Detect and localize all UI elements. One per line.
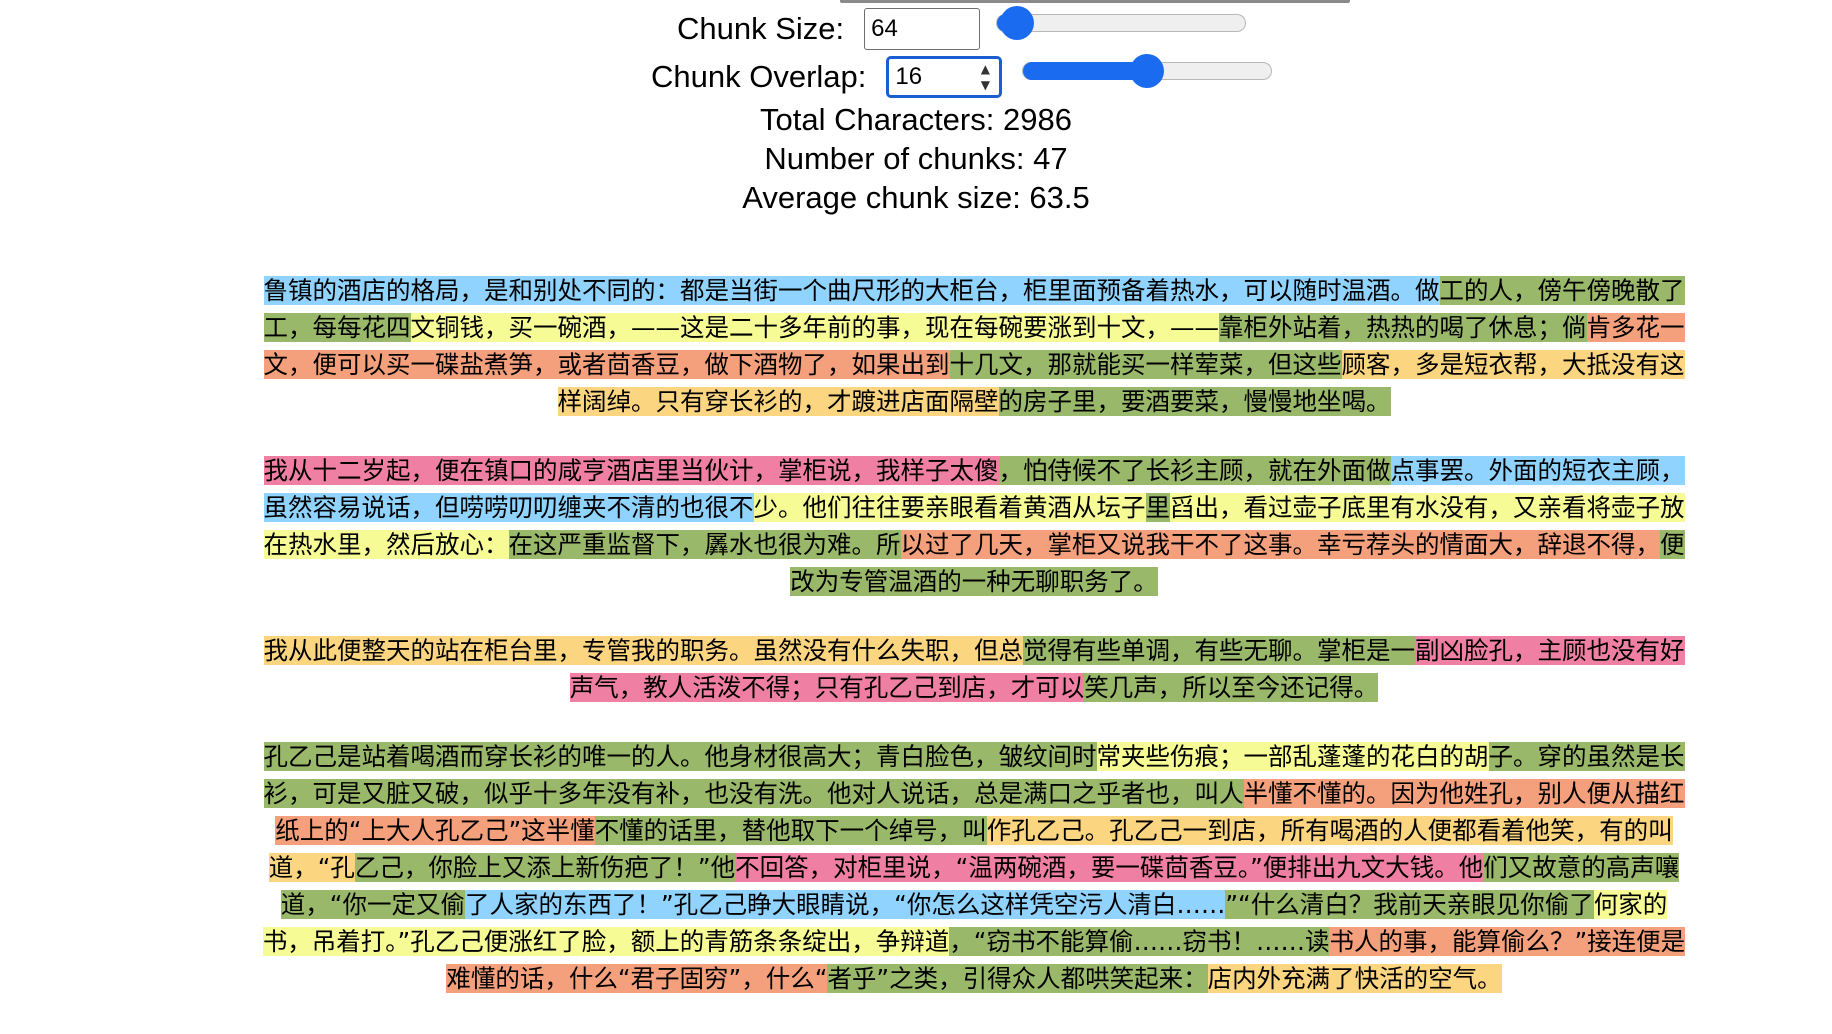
text-chunk: 文铜钱，买一碗酒，——这是二十多年前的事，现在每碗要涨到十文，—— bbox=[410, 313, 1219, 342]
stepper-up-icon[interactable]: ▲ bbox=[980, 62, 990, 76]
number-of-chunks: Number of chunks: 47 bbox=[764, 141, 1068, 176]
text-chunk: 以过了几天，掌柜又说我干不了这事。幸亏荐头的情面大，辞退不得， bbox=[900, 530, 1660, 559]
text-chunk: 对人说话，总是满口之乎者也，叫人 bbox=[851, 779, 1244, 808]
text-chunk: 鲁镇的酒店的格局，是和别处不同的：都是当街一个曲尺形的大柜台，柜里面预备着热水，… bbox=[263, 276, 1440, 305]
text-chunk: 我从此便整天的站在柜台里，专管我的职务。虽然没有什么失职，但总 bbox=[263, 636, 1023, 665]
chunk-overlap-row: Chunk Overlap: ▲ ▼ bbox=[651, 54, 1003, 100]
chunk-overlap-label: Chunk Overlap: bbox=[651, 59, 867, 94]
chunk-overlap-slider-thumb[interactable] bbox=[1130, 54, 1164, 88]
text-chunk: 不回答，对柜里说，“温两碗酒，要一碟茴香豆。”便排出九文大钱。他 bbox=[735, 853, 1484, 882]
chunk-overlap-stepper[interactable]: ▲ ▼ bbox=[974, 62, 996, 92]
top-scrollbar-remnant bbox=[0, 0, 1832, 4]
text-chunk: 十几文，那就能买一样荤菜，但这些 bbox=[949, 350, 1342, 379]
chunk-size-slider[interactable] bbox=[996, 6, 1246, 40]
average-chunk-size: Average chunk size: 63.5 bbox=[742, 180, 1090, 215]
chunk-size-row: Chunk Size: bbox=[677, 6, 981, 52]
total-characters: Total Characters: 2986 bbox=[760, 102, 1072, 137]
text-chunk: ”“什么清白？我前天亲眼见你偷了 bbox=[1225, 890, 1594, 919]
text-chunk: 者乎”之类，引得众人都哄笑起来： bbox=[827, 964, 1208, 993]
text-chunk: 的房子里，要酒要菜，慢慢地坐喝。 bbox=[998, 387, 1391, 416]
chunked-text-display: 鲁镇的酒店的格局，是和别处不同的：都是当街一个曲尺形的大柜台，柜里面预备着热水，… bbox=[258, 272, 1690, 1029]
text-chunk: 少。他们往往要亲眼看着黄酒从坛子 bbox=[753, 493, 1146, 522]
chunk-stats: Total Characters: 2986 Number of chunks:… bbox=[0, 100, 1832, 217]
text-chunk: 在这严重监督下，羼水也很为难。所 bbox=[508, 530, 901, 559]
text-paragraph: 孔乙己是站着喝酒而穿长衫的唯一的人。他身材很高大；青白脸色，皱纹间时常夹些伤痕；… bbox=[258, 738, 1690, 997]
text-chunk: 觉得有些单调，有些无聊。掌柜是一 bbox=[1023, 636, 1415, 665]
text-paragraph: 我从十二岁起，便在镇口的咸亨酒店里当伙计，掌柜说，我样子太傻，怕侍候不了长衫主顾… bbox=[258, 452, 1690, 600]
text-chunk: ，怕侍候不了长衫主顾，就在外面做 bbox=[998, 456, 1391, 485]
text-chunk: 不懂的话里，替他取下一个绰号，叫 bbox=[594, 816, 987, 845]
text-paragraph: 我从此便整天的站在柜台里，专管我的职务。虽然没有什么失职，但总觉得有些单调，有些… bbox=[258, 632, 1690, 706]
text-chunk: 常夹些伤痕；一部乱蓬蓬的花白的胡 bbox=[1096, 742, 1489, 771]
chunk-overlap-slider[interactable] bbox=[1022, 54, 1272, 88]
text-chunk: 孔乙己是站着喝酒而穿长衫的唯一的人。他身材很高大；青白脸色，皱纹间时 bbox=[263, 742, 1097, 771]
text-chunk: 我从十二岁起，便在镇口的咸亨酒店里当伙计，掌柜说，我样子太傻 bbox=[263, 456, 999, 485]
text-chunk: 里 bbox=[1145, 493, 1170, 522]
chunk-size-slider-thumb[interactable] bbox=[1000, 6, 1034, 40]
text-chunk: ，“窃书不能算偷……窃书！……读 bbox=[949, 927, 1330, 956]
chunk-overlap-slider-fill bbox=[1023, 61, 1147, 80]
text-chunk: 靠柜外站着，热热的喝了休息；倘 bbox=[1219, 313, 1587, 342]
text-chunk: 店内外充满了快活的空气。 bbox=[1207, 964, 1502, 993]
chunk-size-input[interactable] bbox=[864, 8, 981, 50]
text-chunk: 了人家的东西了！”孔乙己睁大眼睛说，“你怎么这样凭空污人清白…… bbox=[464, 890, 1226, 919]
chunk-overlap-input[interactable] bbox=[886, 56, 1003, 98]
stepper-down-icon[interactable]: ▼ bbox=[980, 78, 990, 92]
text-paragraph: 鲁镇的酒店的格局，是和别处不同的：都是当街一个曲尺形的大柜台，柜里面预备着热水，… bbox=[258, 272, 1690, 420]
chunk-overlap-input-wrap: ▲ ▼ bbox=[886, 56, 1003, 98]
text-chunk: 乙己，你脸上又添上新伤疤了！”他 bbox=[354, 853, 736, 882]
chunk-size-label: Chunk Size: bbox=[677, 11, 845, 46]
text-chunk: 笑几声，所以至今还记得。 bbox=[1084, 673, 1379, 702]
